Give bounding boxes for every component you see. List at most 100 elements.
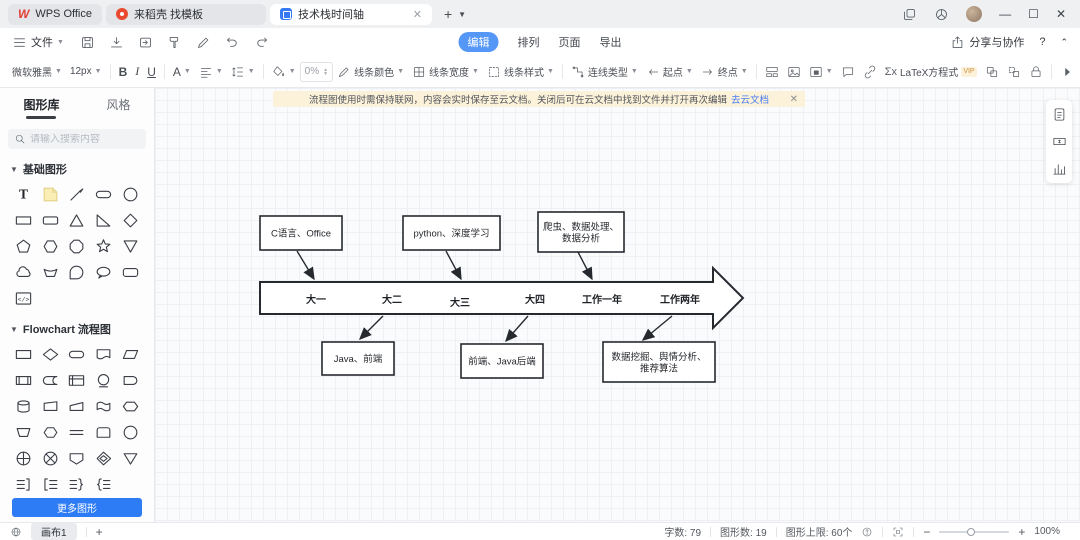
toolbar-more-button[interactable]: [1056, 60, 1078, 84]
zoom-slider[interactable]: [939, 527, 1010, 536]
double-line-shape-icon[interactable]: [64, 421, 91, 443]
zoom-slider-knob[interactable]: [966, 527, 975, 536]
manual-operation-shape-icon[interactable]: [37, 395, 64, 417]
brace-lines-3-shape-icon[interactable]: [64, 473, 91, 495]
close-button[interactable]: ✕: [1055, 7, 1066, 21]
process-shape-icon[interactable]: [10, 343, 37, 365]
data-shape-icon[interactable]: [117, 343, 144, 365]
circle-shape-icon[interactable]: [117, 421, 144, 443]
connector-arrow[interactable]: [296, 250, 315, 281]
bottom-box-1[interactable]: Java、前端: [321, 341, 395, 376]
end-point-button[interactable]: 终点▼: [697, 60, 752, 84]
or-junction-shape-icon[interactable]: [10, 447, 37, 469]
collapse-toolbar-icon[interactable]: ⌃: [1060, 36, 1068, 47]
lock-button[interactable]: [1025, 60, 1047, 84]
teardrop-shape-icon[interactable]: [64, 261, 91, 283]
terminator-shape-icon[interactable]: [64, 343, 91, 365]
new-tab-button[interactable]: +: [443, 6, 453, 22]
basic-shapes-header[interactable]: ▼ 基础图形: [10, 161, 154, 177]
help-button[interactable]: ?: [1039, 36, 1046, 48]
layout-button[interactable]: [761, 60, 783, 84]
settings-wheel-icon[interactable]: [934, 7, 949, 22]
zoom-in-button[interactable]: +: [1018, 524, 1026, 539]
tab-docer-templates[interactable]: 来稻壳 找模板: [105, 3, 266, 25]
maximize-button[interactable]: ☐: [1028, 7, 1039, 21]
globe-icon[interactable]: [10, 526, 22, 538]
zoom-out-button[interactable]: −: [923, 524, 931, 539]
fit-screen-icon[interactable]: [892, 526, 904, 538]
tab-list-chevron-icon[interactable]: ▼: [458, 9, 467, 19]
hyperlink-button[interactable]: [859, 60, 881, 84]
paper-tape-shape-icon[interactable]: [90, 395, 117, 417]
tab-close-icon[interactable]: ✕: [412, 8, 422, 21]
export-icon[interactable]: [138, 35, 153, 50]
fill-color-button[interactable]: ▼: [268, 60, 300, 84]
minimize-button[interactable]: —: [999, 7, 1012, 21]
undo-icon[interactable]: [225, 35, 240, 50]
bar-chart-icon[interactable]: [1052, 161, 1067, 176]
tab-shape-library[interactable]: 图形库: [23, 96, 59, 119]
format-painter-icon[interactable]: [167, 35, 182, 50]
search-input[interactable]: [30, 133, 140, 145]
tab-edit[interactable]: 编辑: [458, 32, 499, 52]
timeline-stage-label[interactable]: 工作一年: [582, 293, 622, 306]
container-button[interactable]: ▼: [805, 60, 837, 84]
tab-page[interactable]: 页面: [558, 37, 581, 49]
hexagon-shape-icon[interactable]: [37, 235, 64, 257]
database-shape-icon[interactable]: [10, 395, 37, 417]
page-outline-icon[interactable]: [1052, 107, 1067, 122]
top-box-3[interactable]: 爬虫、数据处理、数据分析: [537, 211, 625, 253]
decision-shape-icon[interactable]: [37, 343, 64, 365]
timeline-stage-label[interactable]: 大一: [306, 293, 326, 306]
predefined-process-shape-icon[interactable]: [10, 369, 37, 391]
manual-input-shape-icon[interactable]: [64, 395, 91, 417]
pentagon-shape-icon[interactable]: [10, 235, 37, 257]
download-icon[interactable]: [109, 35, 124, 50]
hexagon-alt-shape-icon[interactable]: [37, 421, 64, 443]
timeline-stage-label[interactable]: 大二: [382, 293, 402, 306]
brace-lines-2-shape-icon[interactable]: [37, 473, 64, 495]
notice-cloud-link[interactable]: 去云文档: [731, 95, 770, 106]
more-shapes-button[interactable]: 更多图形: [12, 498, 142, 517]
rounded-rectangle-slim-shape-icon[interactable]: [37, 209, 64, 231]
share-collaborate-button[interactable]: 分享与协作: [950, 34, 1024, 50]
line-color-button[interactable]: 线条颜色▼: [333, 60, 408, 84]
ungroup-button[interactable]: [1003, 60, 1025, 84]
opacity-stepper[interactable]: 0% ▲▼: [299, 61, 334, 82]
right-triangle-shape-icon[interactable]: [90, 209, 117, 231]
user-avatar[interactable]: [966, 6, 983, 22]
canvas-tab[interactable]: 画布1: [31, 523, 77, 540]
latex-formula-button[interactable]: Σx LaTeX方程式 VIP: [881, 60, 981, 84]
code-block-shape-icon[interactable]: </>: [10, 287, 37, 309]
top-box-2[interactable]: python、深度学习: [402, 215, 501, 251]
arc-trapezoid-shape-icon[interactable]: [37, 261, 64, 283]
decision-nested-shape-icon[interactable]: [90, 447, 117, 469]
internal-storage-shape-icon[interactable]: [64, 369, 91, 391]
diamond-shape-icon[interactable]: [117, 209, 144, 231]
callout-shape-icon[interactable]: [90, 261, 117, 283]
connector-arrow[interactable]: [359, 315, 384, 340]
connector-arrow[interactable]: [641, 315, 673, 341]
trapezoid-shape-icon[interactable]: [10, 421, 37, 443]
question-circle-icon[interactable]: [861, 526, 873, 538]
notice-close-icon[interactable]: ✕: [789, 93, 798, 105]
font-color-button[interactable]: A▼: [172, 64, 191, 79]
start-point-button[interactable]: 起点▼: [642, 60, 697, 84]
flowchart-shapes-header[interactable]: ▼ Flowchart 流程图: [10, 321, 154, 337]
card-shape-icon[interactable]: [90, 421, 117, 443]
summing-junction-shape-icon[interactable]: [37, 447, 64, 469]
rectangle-shape-icon[interactable]: [10, 209, 37, 231]
brace-lines-1-shape-icon[interactable]: [10, 473, 37, 495]
inverted-triangle-shape-icon[interactable]: [117, 235, 144, 257]
frame-text-icon[interactable]: [1052, 134, 1067, 149]
octagon-shape-icon[interactable]: [64, 235, 91, 257]
font-family-select[interactable]: 微软雅黑▼: [8, 60, 66, 84]
redo-icon[interactable]: [254, 35, 269, 50]
drawing-canvas[interactable]: 流程图使用时需保持联网，内容会实时保存至云文档。关闭后可在云文档中找到文件并打开…: [155, 88, 1080, 522]
line-pen-shape-icon[interactable]: [64, 183, 91, 205]
preparation-shape-icon[interactable]: [117, 395, 144, 417]
timeline-stage-label[interactable]: 工作两年: [660, 293, 700, 306]
tab-style[interactable]: 风格: [106, 98, 131, 112]
bold-button[interactable]: B: [118, 64, 128, 79]
tab-arrange[interactable]: 排列: [517, 37, 540, 49]
